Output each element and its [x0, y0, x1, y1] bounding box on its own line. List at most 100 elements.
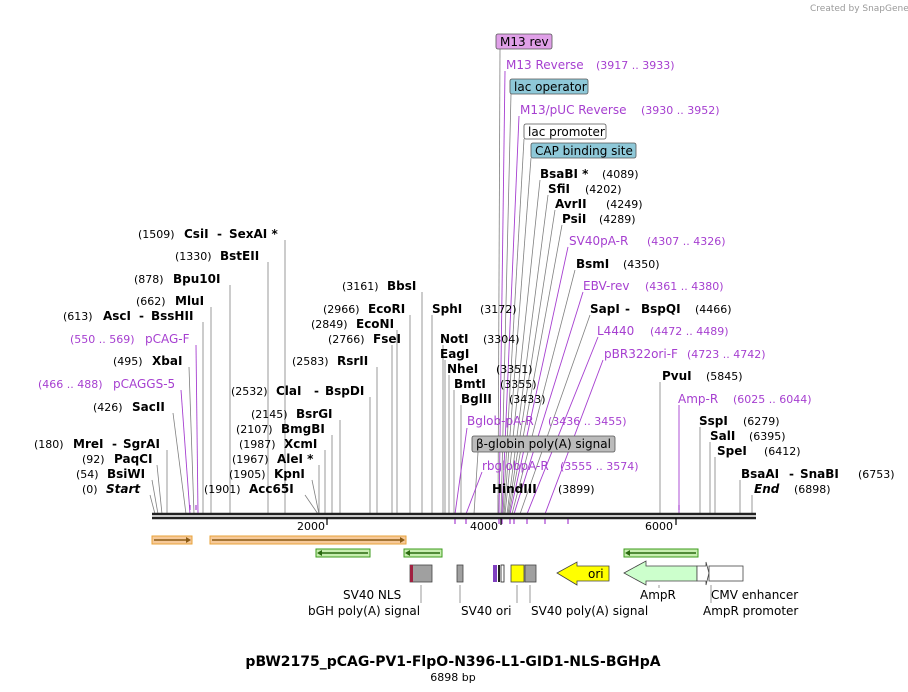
primer-name: EBV-rev — [583, 279, 629, 293]
site-pos: (2583) — [292, 355, 329, 368]
site-name: BmgBI — [281, 422, 325, 436]
primer-name: rbglobpA-R — [482, 459, 549, 473]
site-pos: (1901) — [204, 483, 241, 496]
site-name: SspI — [699, 414, 728, 428]
site-name: PsiI — [562, 212, 586, 226]
feature-cap-binding-site: CAP binding site — [535, 144, 633, 158]
site-pos: (5845) — [706, 370, 743, 383]
site-pos: (662) — [136, 295, 166, 308]
primer-name: pBR322ori-F — [604, 347, 678, 361]
primer-range: (4723 .. 4742) — [687, 348, 766, 361]
primer-range: (4472 .. 4489) — [650, 325, 729, 338]
svg-text:-: - — [789, 467, 794, 481]
site-name: SalI — [710, 429, 735, 443]
bottom-feature-labels: SV40 NLS bGH poly(A) signal SV40 ori SV4… — [308, 588, 798, 618]
primer-name: SV40pA-R — [569, 234, 628, 248]
feature-label-lines — [420, 585, 712, 603]
site-pos: (4289) — [599, 213, 636, 226]
site-name: BsaBI * — [540, 167, 589, 181]
site-name: BglII — [461, 392, 492, 406]
site-pos: (2849) — [311, 318, 348, 331]
site-name: FseI — [373, 332, 401, 346]
plasmid-length: 6898 bp — [430, 671, 475, 684]
feature-lac-promoter: lac promoter — [528, 125, 605, 139]
site-pos: (4089) — [602, 168, 639, 181]
primer-name: pCAGGS-5 — [113, 377, 175, 391]
site-pos: (6412) — [764, 445, 801, 458]
site-pos: (6898) — [794, 483, 831, 496]
site-pos: (6395) — [749, 430, 786, 443]
site-name: ClaI — [276, 384, 301, 398]
primer-range: (3917 .. 3933) — [596, 59, 675, 72]
site-name: CsiI — [184, 227, 209, 241]
feature-sv40-polya: SV40 poly(A) signal — [531, 604, 648, 618]
site-pos: (1330) — [175, 250, 212, 263]
site-name: BsrGI — [296, 407, 333, 421]
site-pos: (54) — [76, 468, 99, 481]
site-pos: (878) — [134, 273, 164, 286]
site-pos: (3161) — [342, 280, 379, 293]
site-pos: (0) — [82, 483, 98, 496]
site-name: Acc65I — [249, 482, 294, 496]
site-pos: (180) — [34, 438, 64, 451]
feature-bgh-polya: bGH poly(A) signal — [308, 604, 420, 618]
scale-tick-6000: 6000 — [645, 520, 673, 533]
site-pos: (2532) — [231, 385, 268, 398]
site-name: Bpu10I — [173, 272, 220, 286]
site-name: PaqCI — [114, 452, 152, 466]
site-pos: (6279) — [743, 415, 780, 428]
site-name: Start — [106, 482, 141, 496]
site-pos: (92) — [82, 453, 105, 466]
primer-name: Bglob-pA-R — [467, 414, 534, 428]
primer-leader-lines — [180, 70, 680, 515]
site-name: AleI * — [277, 452, 314, 466]
site-name: SpeI — [717, 444, 747, 458]
site-name: EagI — [440, 347, 469, 361]
feature-ampr-promoter: AmpR promoter — [703, 604, 798, 618]
svg-text:-: - — [625, 302, 630, 316]
site-name: AscI — [103, 309, 131, 323]
feature-ampr: AmpR — [640, 588, 676, 602]
site-pos: (6753) — [858, 468, 895, 481]
plasmid-title: pBW2175_pCAG-PV1-FlpO-N396-L1-GID1-NLS-B… — [245, 654, 660, 670]
feature-lac-operator: lac operator — [514, 80, 587, 94]
site-pos: (4466) — [695, 303, 732, 316]
site-name: KpnI — [274, 467, 305, 481]
site-pos: (4350) — [623, 258, 660, 271]
site-pos: (3304) — [483, 333, 520, 346]
site-name: EcoNI — [356, 317, 394, 331]
snapgene-credit: Created by SnapGene — [810, 4, 908, 14]
primer-name: pCAG-F — [145, 332, 190, 346]
site-name: End — [754, 482, 780, 496]
site-name: BsaAI — [741, 467, 779, 481]
site-name: BmtI — [454, 377, 486, 391]
mid-enzymes: (3161) BbsI (2966) EcoRI (2849) EcoNI (2… — [204, 279, 416, 496]
primer-name: M13/pUC Reverse — [520, 103, 627, 117]
primer-range: (4361 .. 4380) — [645, 280, 724, 293]
feature-cmv-enhancer: CMV enhancer — [711, 588, 798, 602]
site-name: XbaI — [152, 354, 182, 368]
feature-beta-globin-polya: β-globin poly(A) signal — [476, 437, 611, 451]
site-name-2: SgrAI — [123, 437, 160, 451]
orf-track — [151, 535, 699, 558]
primer-range: (3436 .. 3455) — [548, 415, 627, 428]
site-pos: (2107) — [236, 423, 273, 436]
primer-range: (550 .. 569) — [70, 333, 135, 346]
feature-track — [409, 560, 744, 586]
primer-name: L4440 — [597, 324, 634, 338]
feature-sv40-ori: SV40 ori — [461, 604, 512, 618]
site-name: BbsI — [387, 279, 416, 293]
site-pos: (3172) — [480, 303, 517, 316]
sequence-backbone — [152, 512, 756, 520]
site-pos: (3433) — [509, 393, 546, 406]
site-name: MreI — [73, 437, 103, 451]
site-pos: (4202) — [585, 183, 622, 196]
site-pos: (1905) — [229, 468, 266, 481]
site-name: EcoRI — [368, 302, 405, 316]
right-enzymes: BsaBI * (4089) SfiI (4202) AvrII (4249) … — [540, 167, 895, 496]
right-primers: M13 Reverse (3917 .. 3933) M13/pUC Rever… — [467, 58, 812, 473]
site-name: AvrII — [555, 197, 587, 211]
site-name: BsiWI — [107, 467, 145, 481]
primer-range: (6025 .. 6044) — [733, 393, 812, 406]
